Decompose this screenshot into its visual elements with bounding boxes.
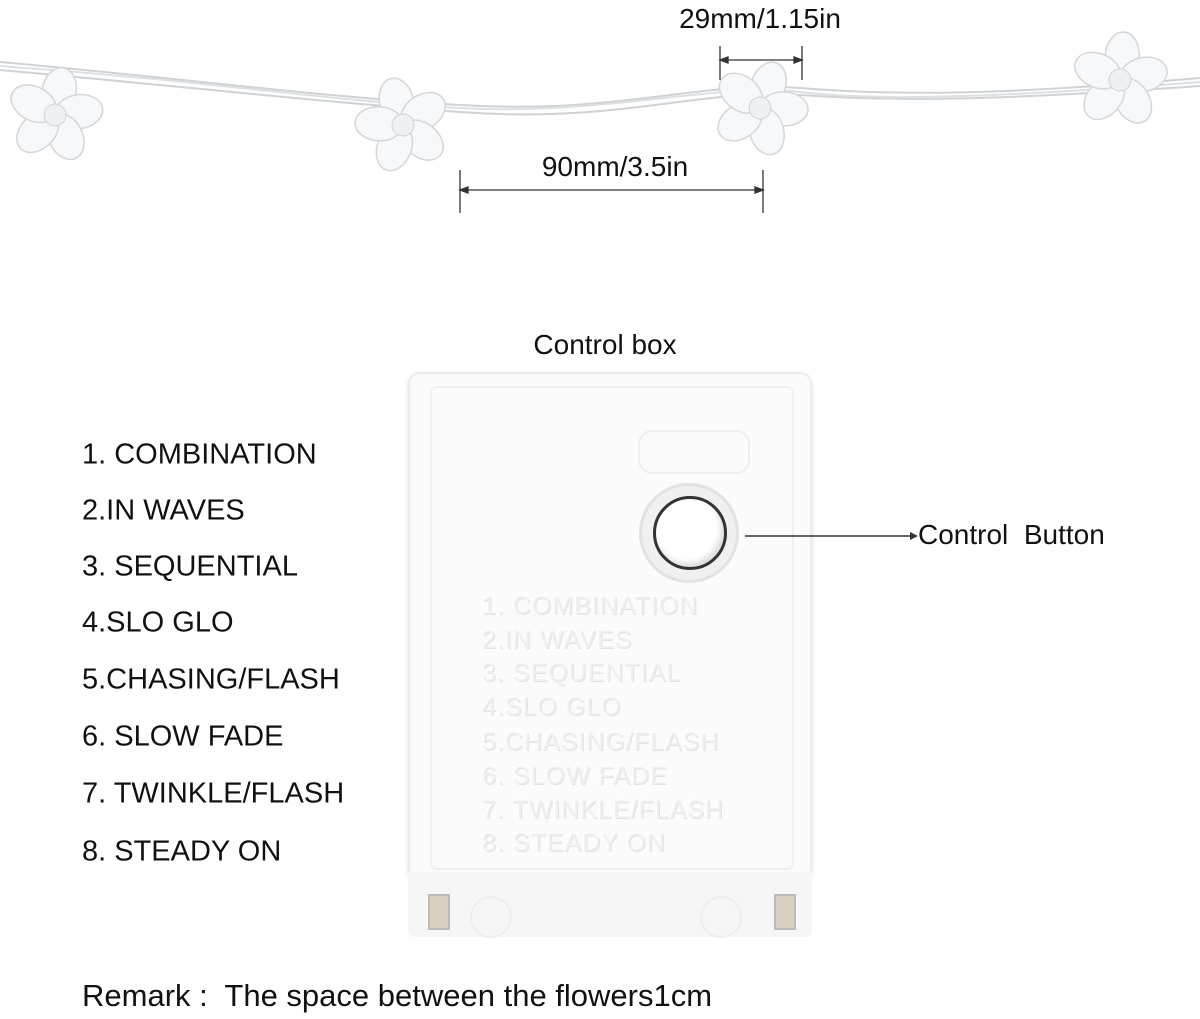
flower-light-string [0, 31, 1200, 213]
right-clip [774, 894, 796, 930]
mode-item-6: 6. SLOW FADE [82, 720, 284, 753]
embossed-mode-2: 2.IN WAVES [482, 626, 633, 654]
flower-bead [1074, 31, 1168, 124]
left-clip [428, 894, 450, 930]
embossed-mode-1: 1. COMBINATION [482, 592, 699, 620]
mode-item-1: 1. COMBINATION [82, 438, 317, 471]
mode-item-5: 5.CHASING/FLASH [82, 663, 340, 696]
flower-spacing-label: 90mm/3.5in [541, 151, 689, 182]
embossed-mode-3: 3. SEQUENTIAL [482, 659, 682, 687]
control-button-label: Control Button [918, 519, 1105, 550]
width-dimension-line [718, 46, 804, 80]
mode-item-3: 3. SEQUENTIAL [82, 550, 298, 583]
control-box [408, 372, 812, 938]
screw-hole [700, 896, 742, 938]
flower-bead [354, 77, 447, 172]
embossed-mode-5: 5.CHASING/FLASH [482, 728, 720, 756]
remark-text: Remark : The space between the flowers1c… [82, 978, 713, 1013]
mode-item-7: 7. TWINKLE/FLASH [82, 777, 345, 810]
spacing-dimension-line [458, 170, 765, 213]
mode-item-8: 8. STEADY ON [82, 835, 282, 868]
mode-item-4: 4.SLO GLO [82, 606, 234, 639]
mode-item-2: 2.IN WAVES [82, 494, 245, 527]
flower-bead [10, 66, 104, 161]
embossed-logo [638, 430, 750, 474]
embossed-mode-4: 4.SLO GLO [482, 693, 622, 721]
flower-width-label: 29mm/1.15in [679, 3, 841, 34]
control-button[interactable] [653, 496, 727, 570]
embossed-mode-7: 7. TWINKLE/FLASH [482, 796, 724, 824]
embossed-mode-8: 8. STEADY ON [482, 829, 666, 857]
flower-bead [717, 61, 809, 156]
screw-hole [470, 896, 512, 938]
button-callout-arrow [745, 532, 918, 540]
control-box-title: Control box [533, 329, 677, 360]
embossed-mode-6: 6. SLOW FADE [482, 762, 668, 790]
